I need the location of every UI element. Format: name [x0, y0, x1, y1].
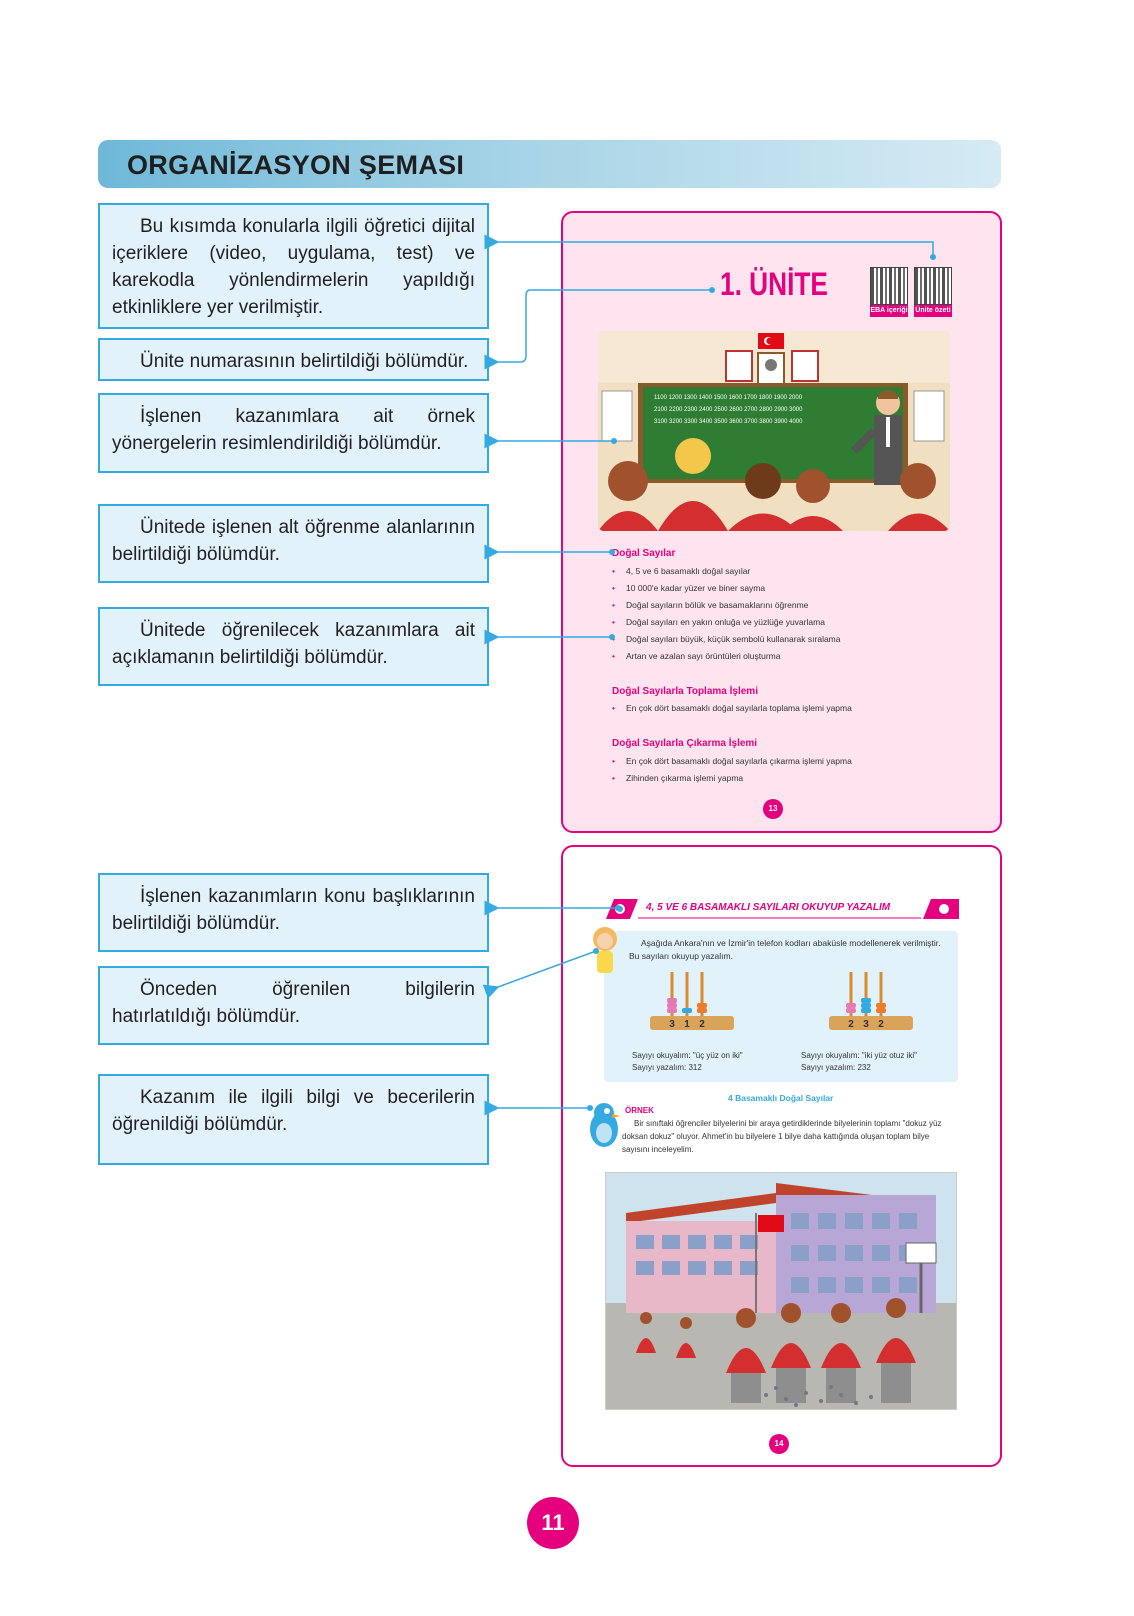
board-row: 1100 1200 1300 1400 1500 1600 1700 1800 …: [654, 395, 803, 401]
svg-text:3: 3: [669, 1019, 675, 1030]
abacus-icon: 3 1 2: [650, 972, 734, 1030]
topic-banner-title: 4, 5 VE 6 BASAMAKLI SAYILARI OKUYUP YAZA…: [646, 902, 891, 913]
svg-text:2: 2: [699, 1019, 705, 1030]
board-row: 2100 2200 2300 2400 2500 2600 2700 2800 …: [654, 407, 803, 413]
list-item: Doğal sayıların bölük ve basamaklarını ö…: [612, 600, 808, 610]
topic-banner: 4, 5 VE 6 BASAMAKLI SAYILARI OKUYUP YAZA…: [606, 899, 959, 919]
list-item: Doğal sayıları büyük, küçük sembolü kull…: [612, 634, 841, 644]
classroom-illustration: 1100 1200 1300 1400 1500 1600 1700 1800 …: [598, 331, 950, 531]
callout-unit-number: Ünite numarasının belirtildiği bölümdür.: [98, 338, 489, 381]
list-item: Artan ve azalan sayı örüntüleri oluşturm…: [612, 651, 781, 661]
qr-icon: [914, 267, 952, 305]
bird-character-icon: [590, 1103, 620, 1147]
board-row: 3100 3200 3300 3400 3500 3600 3700 3800 …: [654, 419, 803, 425]
qr-icon: [870, 267, 908, 305]
section-header: ORGANİZASYON ŞEMASI: [98, 140, 1001, 188]
example-text: Bir sınıftaki öğrenciler bilyelerini bir…: [622, 1119, 942, 1154]
prior-knowledge-box: [604, 931, 958, 1082]
abacus-write-left: Sayıyı yazalım: 312: [632, 1063, 702, 1072]
section-title: Doğal Sayılar: [612, 548, 676, 559]
girl-character-icon: [593, 927, 617, 973]
qr-label: EBA içeriği: [870, 305, 908, 317]
abacus-read-left: Sayıyı okuyalım: "üç yüz on iki": [632, 1051, 743, 1060]
svg-text:3: 3: [863, 1019, 869, 1030]
callout-digital-content: Bu kısımda konularla ilgili öğretici dij…: [98, 203, 489, 329]
list-item: Doğal sayıları en yakın onluğa ve yüzlüğ…: [612, 617, 825, 627]
list-item: 4, 5 ve 6 basamaklı doğal sayılar: [612, 566, 750, 576]
page-title: ORGANİZASYON ŞEMASI: [127, 150, 465, 180]
school-image: [606, 1173, 956, 1409]
inner-page-number: 14: [769, 1434, 789, 1454]
callout-outcome-explanation: Ünitede öğrenilecek kazanımlara ait açık…: [98, 607, 489, 686]
callout-topic-titles: İşlenen kazanımların konu başlıklarının …: [98, 873, 489, 952]
classroom-image: 1100 1200 1300 1400 1500 1600 1700 1800 …: [598, 331, 950, 531]
svg-text:1: 1: [684, 1019, 690, 1030]
qr-code-eba: EBA içeriği: [870, 267, 908, 317]
section-title: Doğal Sayılarla Toplama İşlemi: [612, 686, 758, 697]
school-yard-illustration: [605, 1172, 957, 1410]
abacus-write-right: Sayıyı yazalım: 232: [801, 1063, 871, 1072]
callout-prior-knowledge: Önceden öğrenilen bilgilerin hatırlatıld…: [98, 966, 489, 1045]
inner-page-number: 13: [763, 799, 783, 819]
qr-code-summary: Ünite özeti: [914, 267, 952, 317]
list-item: Zihinden çıkarma işlemi yapma: [612, 773, 743, 783]
section-title: Doğal Sayılarla Çıkarma İşlemi: [612, 738, 758, 749]
abacus-read-right: Sayıyı okuyalım: "iki yüz otuz iki": [801, 1051, 917, 1060]
subsection-title: 4 Basamaklı Doğal Sayılar: [728, 1093, 834, 1103]
intro-text: Aşağıda Ankara'nın ve İzmir'in telefon k…: [629, 938, 941, 961]
list-item: 10 000'e kadar yüzer ve biner sayma: [612, 583, 765, 593]
abacus-icon: 2 3 2: [829, 972, 913, 1030]
example-label: ÖRNEK: [625, 1106, 654, 1115]
list-item: En çok dört basamaklı doğal sayılarla çı…: [612, 756, 852, 766]
page-number: 11: [527, 1497, 579, 1549]
callout-example-illustration: İşlenen kazanımlara ait örnek yönergeler…: [98, 393, 489, 473]
callout-skills-learned: Kazanım ile ilgili bilgi ve becerilerin …: [98, 1074, 489, 1165]
unit-title: 1. ÜNİTE: [720, 266, 828, 302]
svg-text:2: 2: [848, 1019, 854, 1030]
callout-sub-learning-areas: Ünitede işlenen alt öğrenme alanlarının …: [98, 504, 489, 583]
list-item: En çok dört basamaklı doğal sayılarla to…: [612, 703, 852, 713]
qr-label: Ünite özeti: [914, 305, 952, 317]
svg-text:2: 2: [878, 1019, 884, 1030]
